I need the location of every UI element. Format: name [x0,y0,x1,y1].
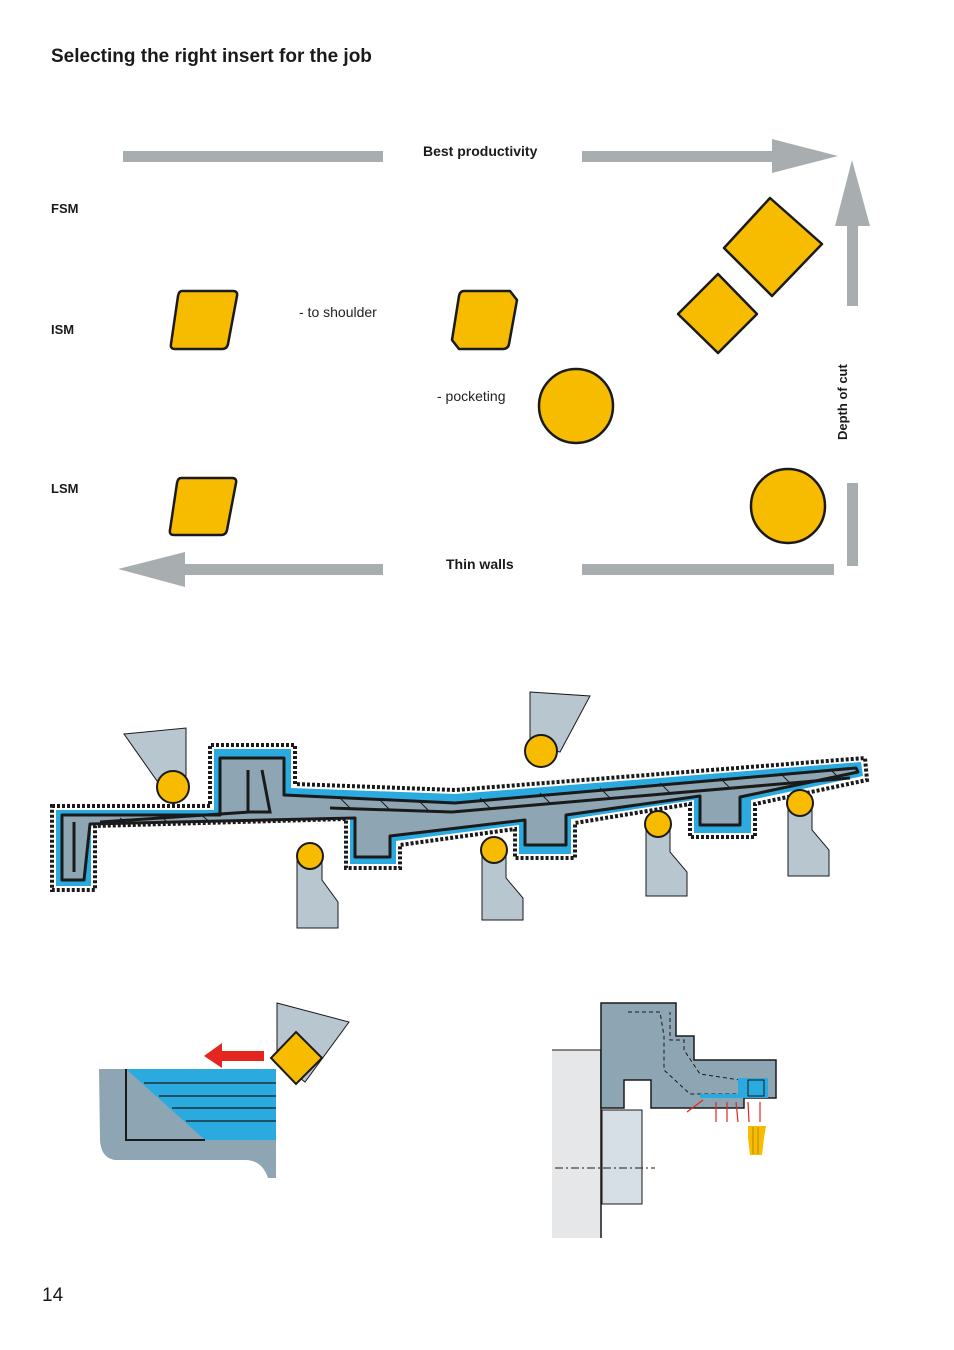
chucking-illustration [552,1002,777,1238]
best-productivity-arrow [123,139,838,173]
pocketing-round-insert-icon [537,367,615,445]
thin-walls-label: Thin walls [446,556,514,572]
fsm-small-square-insert-icon [676,272,759,355]
facing-illustration [99,1002,350,1178]
depth-of-cut-label: Depth of cut [835,364,850,440]
feed-direction-arrow [204,1043,264,1068]
part-tools [123,691,830,929]
row-label-ism: ISM [51,322,75,337]
row-label-lsm: LSM [51,481,79,496]
fsm-large-square-insert-icon [722,196,824,298]
pocketing-note: - pocketing [437,388,506,404]
to-shoulder-note: - to shoulder [299,304,377,320]
depth-of-cut-arrow [835,160,870,566]
ism-parallelogram-insert-icon [169,289,239,351]
page-number: 14 [42,1285,64,1306]
lsm-round-insert-icon [749,467,827,545]
ism-shoulder-insert-icon [450,289,519,351]
workpiece-cross-section [50,743,870,892]
best-productivity-label: Best productivity [423,143,538,159]
lsm-parallelogram-insert-icon [168,476,238,537]
row-label-fsm: FSM [51,201,79,216]
page-title: Selecting the right insert for the job [51,46,372,67]
thin-walls-arrow [118,552,834,587]
